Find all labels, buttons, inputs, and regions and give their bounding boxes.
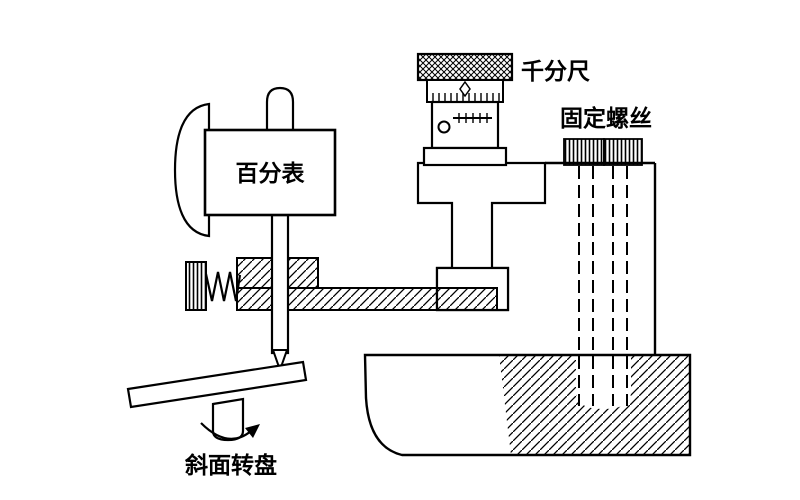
base-block [363,353,692,457]
micrometer-sleeve-graduations [458,113,488,123]
clamp-screw-thread [204,271,242,302]
screw-pocket [576,355,631,409]
micrometer-flange [422,146,508,167]
turntable-shaft [211,397,245,442]
dial-indicator-back-plate [173,102,211,238]
fixing-screw [563,138,643,406]
micrometer-lock-ring [437,120,451,134]
fixing-screw-hidden-shafts [578,166,628,406]
base-outline [363,353,692,457]
inclined-turntable [126,360,308,442]
dial-indicator-body [203,128,337,217]
dial-indicator-stem [265,86,295,134]
micrometer-thimble-graduations [432,93,500,102]
rotation-arrow-head [245,424,260,438]
micrometer [416,52,514,167]
fixing-screw-head-right [603,138,643,166]
dial-indicator: 百分表 [173,86,337,374]
rotation-arrow-arc [200,422,252,440]
clamp-screw-head [185,261,207,311]
fixing-screw-label: 固定螺丝 [560,105,652,131]
dial-indicator-spindle [270,213,290,355]
micrometer-ratchet-cap [416,52,514,82]
inclined-plate [126,360,308,409]
micrometer-diamond-mark [459,80,471,98]
spindle-contact-tip [271,349,289,374]
dial-indicator-label: 百分表 [236,160,306,186]
inclined-turntable-label: 斜面转盘 [184,452,277,478]
fixing-screw-head-left [563,138,605,166]
micrometer-label: 千分尺 [521,58,590,84]
